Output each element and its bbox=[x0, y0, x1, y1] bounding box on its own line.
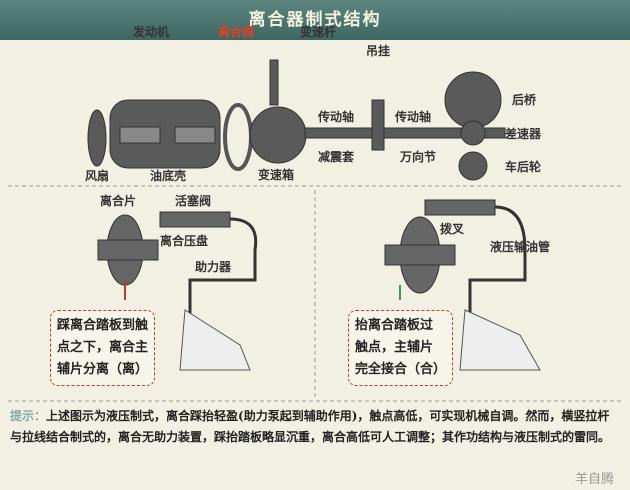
rear-wheel bbox=[458, 151, 488, 181]
tip-text: 上述图示为液压制式，离合踩抬轻盈(助力泵起到辅助作用)，触点高低，可实现机械自调… bbox=[10, 409, 611, 444]
label-hanger: 吊挂 bbox=[366, 44, 391, 58]
callout-line: 点之下，离合主 bbox=[57, 340, 149, 355]
label-fork: 拨叉 bbox=[440, 222, 465, 236]
callout-line: 抬离合踏板过 bbox=[355, 318, 434, 333]
callout-line: 辅片分离（离） bbox=[57, 362, 149, 377]
differential bbox=[460, 120, 486, 146]
label-ujoint: 万向节 bbox=[400, 150, 437, 164]
label-engine: 发动机 bbox=[133, 25, 170, 39]
fan bbox=[87, 109, 107, 167]
rear-axle bbox=[444, 71, 502, 129]
label-shift-lever: 变速杆 bbox=[300, 25, 337, 39]
label-driveshaft-2: 传动轴 bbox=[395, 110, 432, 124]
gearbox bbox=[249, 106, 307, 164]
label-driveshaft-1: 传动轴 bbox=[318, 110, 355, 124]
label-rear-axle: 后桥 bbox=[512, 93, 537, 107]
tip-prefix: 提示： bbox=[10, 409, 47, 423]
driveshaft bbox=[304, 127, 506, 139]
callout-line: 踩离合踏板到触 bbox=[57, 318, 149, 333]
label-clutch-plate: 离合片 bbox=[100, 194, 137, 208]
label-piston-valve: 活塞阀 bbox=[175, 194, 212, 208]
label-gearbox: 变速箱 bbox=[258, 168, 295, 182]
label-oil-pipe: 液压输油管 bbox=[490, 240, 551, 254]
label-booster: 助力器 bbox=[195, 260, 232, 274]
hanger bbox=[371, 99, 385, 151]
label-rear-wheel: 车后轮 bbox=[505, 160, 542, 174]
label-fan: 风扇 bbox=[85, 169, 110, 183]
label-pressure-plate: 离合压盘 bbox=[160, 234, 209, 248]
engine bbox=[109, 99, 221, 169]
watermark: 羊自腾 bbox=[575, 472, 615, 487]
label-clutch: 离合器 bbox=[218, 25, 255, 39]
label-differential: 差速器 bbox=[505, 127, 542, 141]
callout-engage: 抬离合踏板过 触点，主辅片 完全接合（合） bbox=[348, 310, 454, 386]
callout-line: 完全接合（合） bbox=[355, 362, 447, 377]
tip-note: 提示：上述图示为液压制式，离合踩抬轻盈(助力泵起到辅助作用)，触点高低，可实现机… bbox=[10, 406, 620, 448]
shift-lever bbox=[269, 59, 279, 106]
label-oil-pan: 油底壳 bbox=[150, 169, 187, 183]
page-title: 离合器制式结构 bbox=[0, 0, 630, 40]
callout-disengage: 踩离合踏板到触 点之下，离合主 辅片分离（离） bbox=[50, 310, 156, 386]
label-damper: 减震套 bbox=[318, 150, 355, 164]
clutch bbox=[223, 103, 253, 171]
callout-line: 触点，主辅片 bbox=[355, 340, 434, 355]
